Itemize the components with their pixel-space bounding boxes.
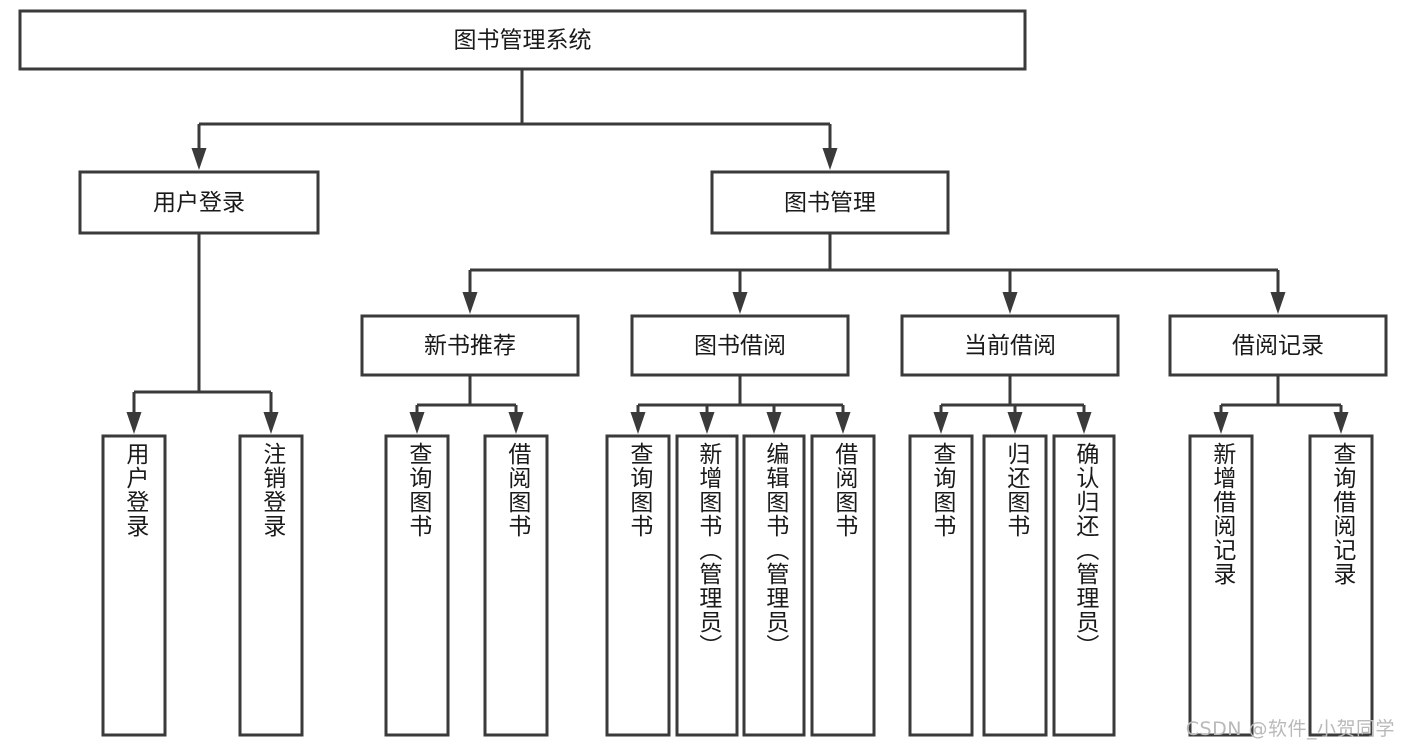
arrow-head-icon [263,412,279,434]
node-box-user-login[interactable] [78,170,320,235]
arrow-head-icon [933,412,949,434]
connector-layer [126,69,1349,434]
node-box-leaf-query-book-borrow[interactable] [605,434,671,737]
node-box-leaf-query-book-current[interactable] [908,434,974,737]
node-box-borrow-record[interactable] [1168,314,1388,377]
node-box-leaf-edit-book-admin[interactable] [742,434,806,737]
arrow-head-icon [699,412,715,434]
node-box-leaf-logout[interactable] [238,434,304,737]
arrow-head-icon [191,148,207,170]
node-box-layer [18,9,1388,737]
node-box-leaf-return-book[interactable] [982,434,1048,737]
node-box-leaf-confirm-return-admin[interactable] [1052,434,1116,737]
node-label-borrow-record: 借阅记录 [1232,333,1324,359]
arrow-head-icon [732,292,748,314]
node-box-new-book-recommend[interactable] [360,314,580,377]
arrow-head-icon [1270,292,1286,314]
arrow-head-icon [835,412,851,434]
node-box-current-borrow[interactable] [900,314,1120,377]
node-label-current-borrow: 当前借阅 [964,333,1056,359]
node-box-leaf-add-book-admin[interactable] [675,434,739,737]
arrow-head-icon [409,412,425,434]
node-box-leaf-query-book-new[interactable] [384,434,450,737]
arrow-head-icon [1076,412,1092,434]
node-box-leaf-add-borrow-record[interactable] [1188,434,1254,737]
node-box-leaf-borrow-book[interactable] [810,434,876,737]
arrow-head-icon [630,412,646,434]
arrow-head-icon [1002,292,1018,314]
arrow-head-icon [508,412,524,434]
arrow-head-icon [1213,412,1229,434]
watermark: CSDN @软件_小贺同学 [1185,718,1395,740]
node-label-new-book-recommend: 新书推荐 [424,333,516,359]
node-label-book-management: 图书管理 [784,190,876,216]
node-box-leaf-user-login[interactable] [101,434,167,737]
arrow-head-icon [766,412,782,434]
node-box-root[interactable] [18,9,1027,71]
node-box-book-management[interactable] [710,170,950,235]
node-label-book-borrow: 图书借阅 [694,333,786,359]
arrow-head-icon [126,412,142,434]
arrow-head-icon [462,292,478,314]
node-label-root: 图书管理系统 [454,28,592,54]
node-label-user-login: 用户登录 [153,190,245,216]
arrow-head-icon [1007,412,1023,434]
node-box-leaf-query-borrow-record[interactable] [1308,434,1374,737]
node-box-leaf-borrow-book-new[interactable] [483,434,549,737]
arrow-head-icon [822,148,838,170]
node-box-book-borrow[interactable] [630,314,850,377]
arrow-head-icon [1333,412,1349,434]
